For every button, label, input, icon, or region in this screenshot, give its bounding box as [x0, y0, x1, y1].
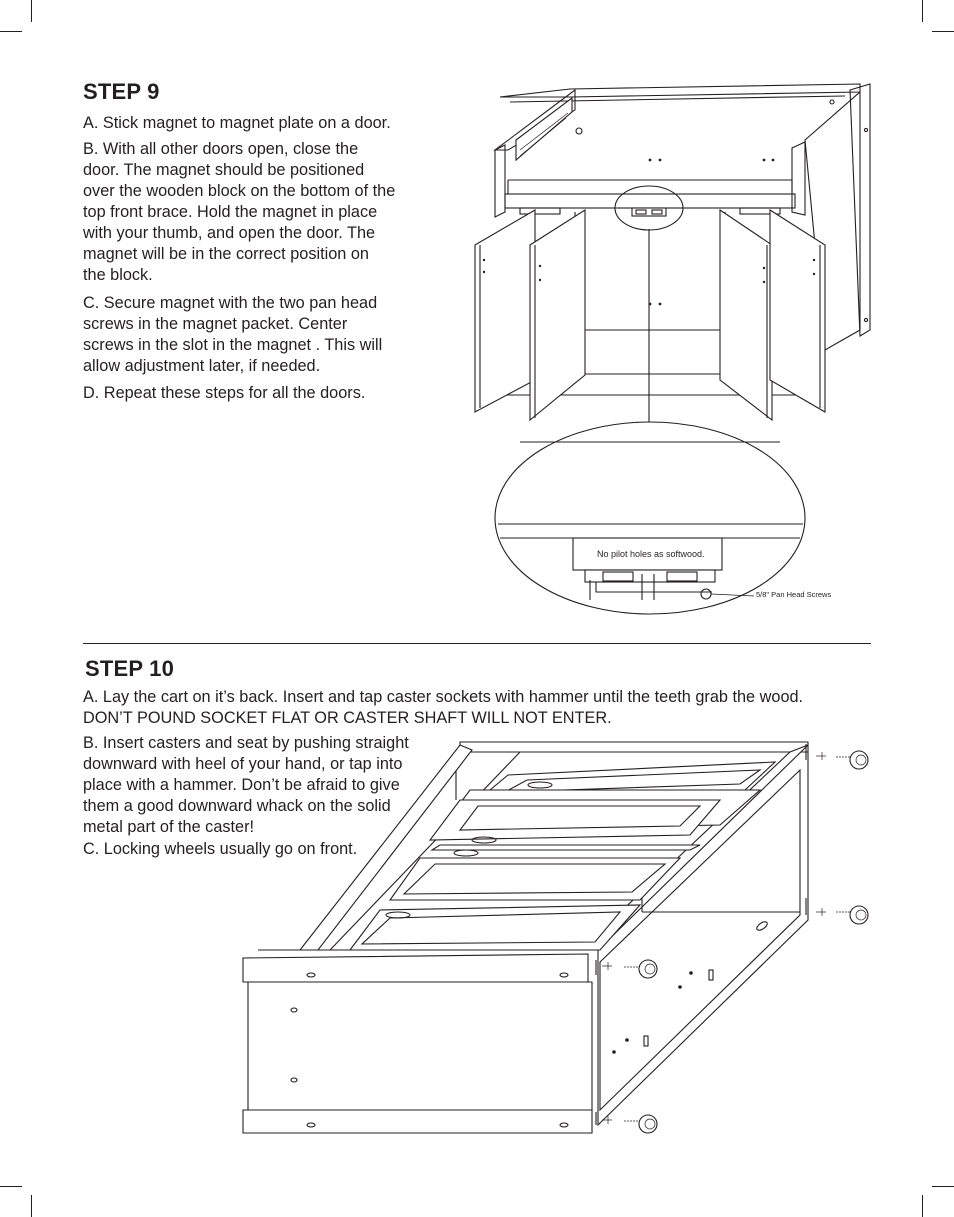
step9-instruction-a: A. Stick magnet to magnet plate on a doo… — [83, 114, 391, 132]
step9-b-line: door. The magnet should be positioned — [83, 161, 365, 179]
step10-a-line: A. Lay the cart on it’s back. Insert and… — [83, 688, 804, 706]
magnet-detail-view — [494, 421, 806, 615]
step10-a-line: DON’T POUND SOCKET FLAT OR CASTER SHAFT … — [83, 709, 612, 727]
crop-mark-bottom-left-h — [0, 1186, 22, 1187]
crop-mark-top-left-v — [31, 0, 32, 22]
crop-mark-top-left-h — [0, 31, 22, 32]
step9-instruction-b: B. With all other doors open, close the … — [83, 139, 395, 286]
step10-instruction-b: B. Insert casters and seat by pushing st… — [83, 733, 409, 838]
crop-mark-bottom-right-h — [932, 1186, 954, 1187]
caster-middle-right — [816, 905, 869, 925]
step9-c-line: allow adjustment later, if needed. — [83, 357, 321, 375]
step10-instruction-a: A. Lay the cart on it’s back. Insert and… — [83, 687, 873, 729]
cabinet-doors — [474, 208, 826, 422]
step9-c-line: C. Secure magnet with the two pan head — [83, 294, 378, 312]
caster-front-top — [602, 959, 658, 979]
step10-b-line: downward with heel of your hand, or tap … — [83, 755, 403, 773]
step10-instruction-c: C. Locking wheels usually go on front. — [83, 840, 358, 858]
step10-b-line: place with a hammer. Don’t be afraid to … — [83, 776, 400, 794]
detail-note: No pilot holes as softwood. — [597, 549, 705, 559]
step10-b-line: metal part of the caster! — [83, 818, 255, 836]
step9-instruction-d: D. Repeat these steps for all the doors. — [83, 384, 366, 402]
step10-title: STEP 10 — [85, 656, 175, 681]
crop-mark-bottom-left-v — [31, 1195, 32, 1217]
caster-top-right — [816, 750, 869, 770]
step9-b-line: with your thumb, and open the door. The — [83, 224, 376, 242]
crop-mark-top-right-v — [922, 0, 923, 22]
step9-instruction-c: C. Secure magnet with the two pan head s… — [83, 293, 382, 377]
caster-socket-posts — [595, 744, 807, 1125]
step9-c-line: screws in the slot in the magnet . This … — [83, 336, 383, 354]
step9-b-line: top front brace. Hold the magnet in plac… — [83, 203, 378, 221]
step9-b-line: B. With all other doors open, close the — [83, 140, 359, 158]
section-divider — [83, 643, 871, 644]
step9-c-line: screws in the magnet packet. Center — [83, 315, 348, 333]
step9-title: STEP 9 — [83, 79, 160, 104]
screw-callout-label: 5/8" Pan Head Screws — [756, 590, 832, 599]
caster-front-bottom — [602, 1114, 658, 1134]
step9-b-line: over the wooden block on the bottom of t… — [83, 182, 396, 200]
step9-b-line: magnet will be in the correct position o… — [83, 245, 369, 263]
step10-b-line: them a good downward whack on the solid — [83, 797, 391, 815]
cart-body — [242, 741, 809, 1134]
crop-mark-top-right-h — [932, 31, 954, 32]
step9-b-line: the block. — [83, 266, 153, 284]
step10-b-line: B. Insert casters and seat by pushing st… — [83, 734, 409, 752]
cabinet-frame — [493, 83, 871, 396]
crop-mark-bottom-right-v — [922, 1195, 923, 1217]
